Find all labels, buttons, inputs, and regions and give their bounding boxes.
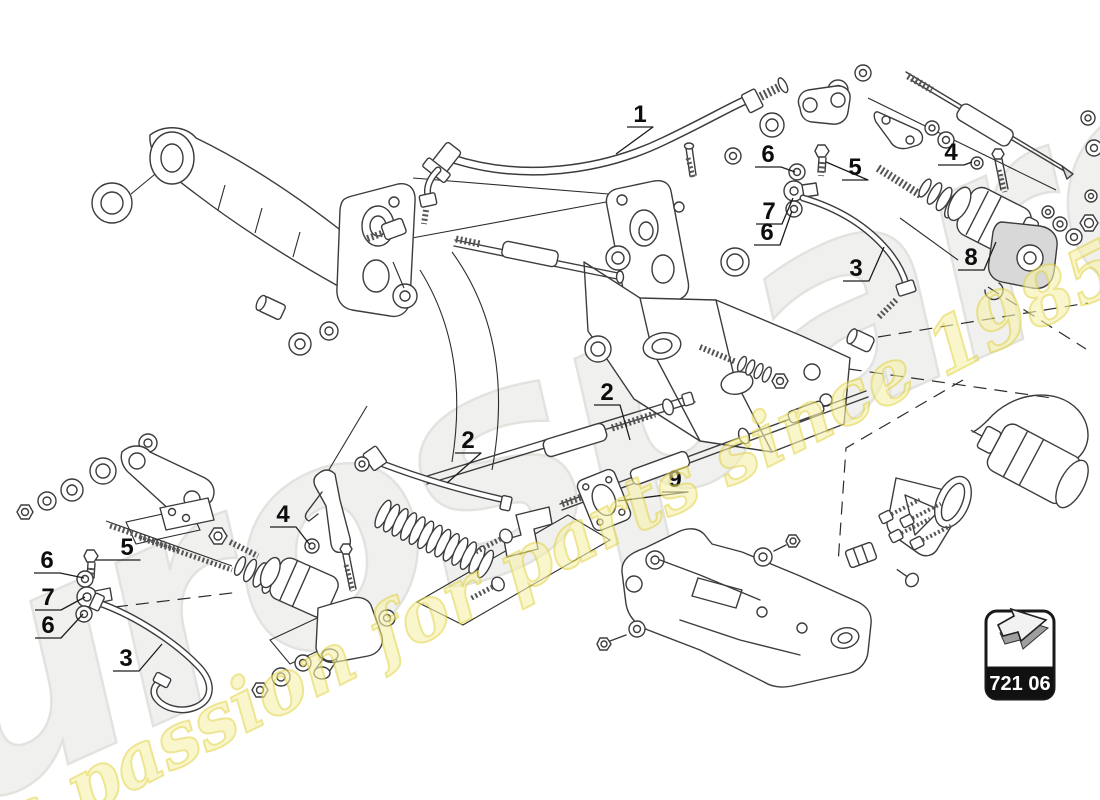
part-number-badge: 721 06 [984,607,1056,701]
part-callout-2: 2 [461,427,474,454]
callout-leader-line [270,526,311,546]
part-callout-5: 5 [848,154,861,181]
part-callout-7: 7 [762,198,775,225]
callout-leader-line [617,491,689,502]
callout-leader-line [35,596,86,611]
part-callout-7: 7 [41,584,54,611]
right-slave-cylinder-group [783,144,1099,353]
part-callout-6: 6 [761,141,774,168]
part-callout-6: 6 [40,547,53,574]
part-callout-9: 9 [668,466,681,493]
actuator-bolts [878,497,952,551]
callout-leader-line [754,210,793,246]
callout-leader-line [446,452,482,484]
upper-linkage-group [683,64,1100,180]
callout-leader-line [756,197,794,225]
callout-leader-line [843,246,885,282]
gearbox-bracket-group [365,180,851,453]
release-lever-group [91,127,416,356]
actuator-group [844,394,1089,588]
callout-leader-line [113,643,163,672]
callout-leader-line [35,613,84,639]
hose-1-group [418,77,789,225]
callout-leader-line [594,404,631,441]
part-callout-5: 5 [120,534,133,561]
part-callout-1: 1 [633,101,646,128]
direction-arrow-icon [996,607,1050,650]
part-callout-2: 2 [600,379,613,406]
callout-leader-line [938,161,973,166]
part-callout-8: 8 [964,244,977,271]
lever-link-group [16,433,260,567]
left-slave-cylinder-group [75,445,553,714]
part-callout-3: 3 [119,645,132,672]
part-callout-4: 4 [276,501,290,528]
part-callout-4: 4 [944,139,958,166]
part-callout-6: 6 [760,219,773,246]
callout-leader-line [958,241,997,271]
part-callout-6: 6 [41,612,54,639]
return-spring [374,499,495,579]
badge-code: 721 06 [989,673,1050,695]
pushrods-group [423,235,869,532]
mount-bracket-group [596,528,872,688]
callout-leader-line [34,572,85,579]
gasket-9 [576,468,632,532]
callout-leader-line [615,126,654,155]
callout-leader-line [755,166,796,173]
part-callout-3: 3 [849,255,862,282]
callout-leader-line [825,161,869,181]
